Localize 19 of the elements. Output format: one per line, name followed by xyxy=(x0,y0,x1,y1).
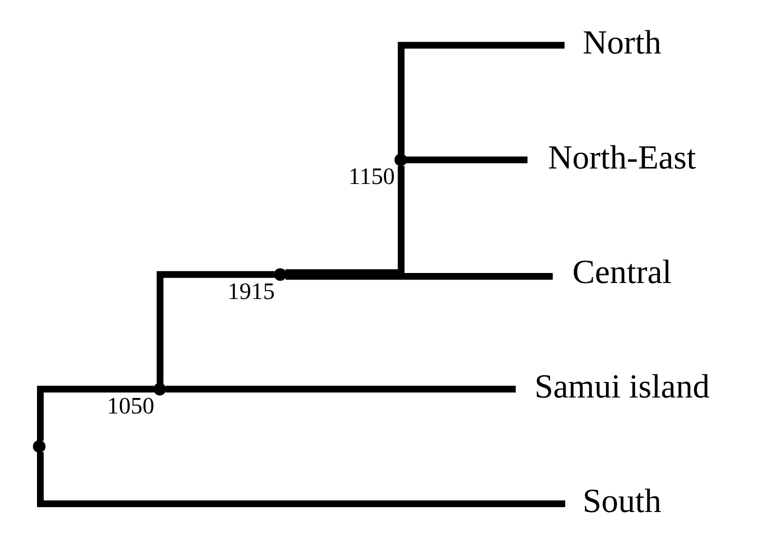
connector xyxy=(36,452,566,508)
connector xyxy=(398,42,565,154)
node-label: 1050 xyxy=(107,393,154,420)
node-text: North xyxy=(582,24,662,62)
node-text: North-East xyxy=(548,139,696,176)
node-point xyxy=(153,382,166,396)
connector xyxy=(286,272,553,280)
node-text: Central xyxy=(572,254,672,291)
node-point xyxy=(394,154,408,166)
node-text: South xyxy=(582,483,662,520)
connector xyxy=(156,271,274,384)
connector xyxy=(166,386,516,393)
node-label: 1150 xyxy=(348,164,395,190)
connector xyxy=(406,156,528,164)
node-text: Samui island xyxy=(534,368,710,406)
node-label: 1915 xyxy=(228,278,275,305)
node-point xyxy=(32,440,46,453)
node-point xyxy=(274,268,287,281)
connector xyxy=(36,386,154,441)
